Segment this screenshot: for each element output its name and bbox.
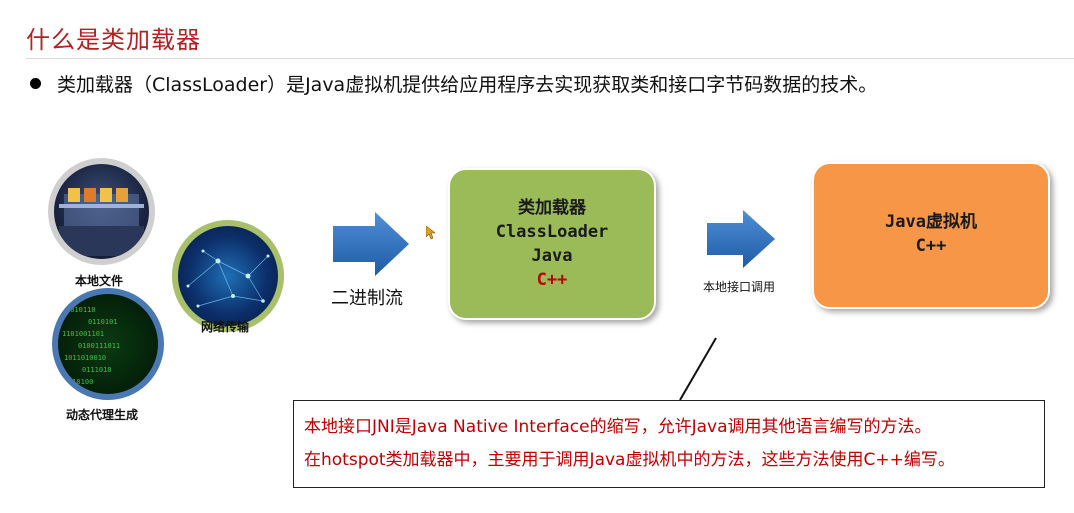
svg-text:1010110: 1010110	[66, 306, 96, 314]
classloader-box: 类加载器 ClassLoader Java C++	[448, 168, 656, 320]
callout-line-1: 本地接口JNI是Java Native Interface的缩写，允许Java调…	[304, 417, 932, 437]
network-label: 网络传输	[201, 320, 250, 334]
binary-stream-label: 二进制流	[331, 288, 403, 309]
intro-bullet: 类加载器（ClassLoader）是Java虚拟机提供给应用程序去实现获取类和接…	[30, 70, 877, 97]
arrow-right-icon	[333, 212, 409, 276]
classloader-title: 类加载器	[518, 198, 586, 218]
bullet-dot-icon	[30, 78, 41, 89]
jvm-cpp: C++	[915, 236, 947, 256]
title-divider	[26, 58, 1074, 59]
svg-text:0100111011: 0100111011	[78, 342, 120, 350]
mouse-cursor-icon	[426, 226, 436, 240]
local-file-label: 本地文件	[75, 274, 124, 288]
jni-callout: 本地接口JNI是Java Native Interface的缩写，允许Java调…	[293, 400, 1045, 488]
dynamic-proxy-label: 动态代理生成	[66, 408, 139, 422]
arrow-right-icon	[707, 210, 775, 268]
svg-text:1101001101: 1101001101	[62, 330, 104, 338]
intro-text: 类加载器（ClassLoader）是Java虚拟机提供给应用程序去实现获取类和接…	[57, 74, 878, 96]
jvm-box: Java虚拟机 C++	[812, 162, 1050, 309]
page-title: 什么是类加载器	[26, 26, 201, 54]
classloader-java: Java	[531, 246, 573, 266]
svg-text:0110101: 0110101	[88, 318, 118, 326]
native-call-label: 本地接口调用	[703, 280, 776, 294]
network-image	[172, 220, 284, 332]
svg-text:0111010: 0111010	[82, 366, 112, 374]
callout-line-2: 在hotspot类加载器中，主要用于调用Java虚拟机中的方法，这些方法使用C+…	[304, 450, 955, 470]
classloader-name: ClassLoader	[495, 222, 609, 242]
jvm-title: Java虚拟机	[885, 212, 977, 232]
classloader-cpp: C++	[536, 270, 568, 290]
svg-text:110100: 110100	[68, 378, 93, 386]
svg-text:1011010010: 1011010010	[64, 354, 106, 362]
local-file-image	[48, 158, 155, 265]
dynamic-proxy-image: 1010110 0110101 1101001101 0100111011 1011…	[52, 288, 164, 400]
